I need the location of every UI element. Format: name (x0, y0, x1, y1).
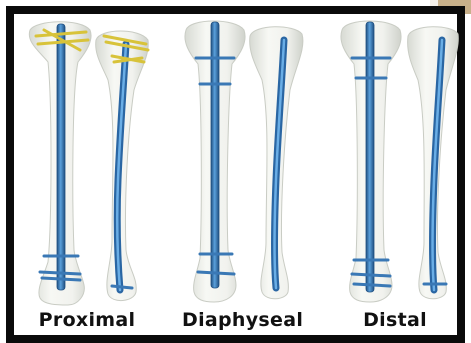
intramedullary-nail-icon (366, 22, 374, 292)
locking-screw-icon (112, 286, 132, 288)
distal-label: Distal (355, 309, 435, 331)
intramedullary-nail-icon (211, 22, 219, 288)
diaphyseal-label: Diaphyseal (182, 309, 302, 331)
proximal-label: Proximal (32, 309, 142, 331)
intramedullary-nail-icon (57, 24, 65, 290)
